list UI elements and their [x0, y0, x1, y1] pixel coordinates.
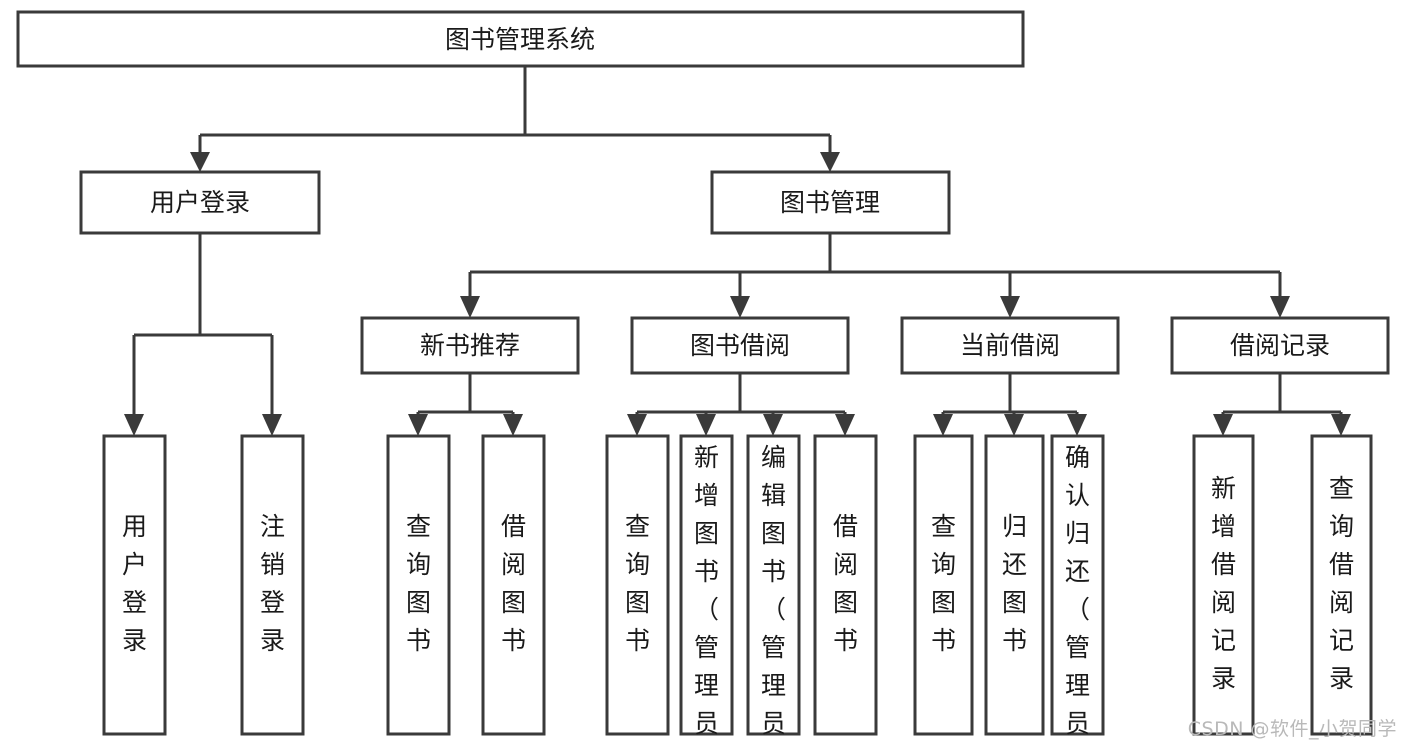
arrowhead-leaf-query-book-1 [408, 414, 428, 436]
leaf-confirm-return[interactable]: 确认归还（管理员） [1050, 434, 1105, 747]
leaf-borrow-book-2[interactable]: 借阅图书 [813, 434, 878, 736]
leaf-query-record-rect[interactable] [1310, 434, 1373, 736]
node-current-borrow[interactable]: 当前借阅 [900, 316, 1120, 375]
leaf-add-record-label: 新增借阅记录 [1211, 474, 1236, 693]
node-user-login-label: 用户登录 [150, 188, 250, 217]
node-root-rect[interactable] [16, 10, 1025, 68]
leaf-logout-label: 注销登录 [260, 512, 285, 655]
leaf-query-record-label: 查询借阅记录 [1329, 474, 1354, 693]
leaf-add-book-rect[interactable] [679, 434, 734, 736]
leaf-confirm-return-rect[interactable] [1050, 434, 1105, 736]
leaf-add-book-label: 新增图书（管理员） [694, 443, 719, 747]
leaf-query-book-2-label: 查询图书 [625, 512, 650, 655]
node-book-borrow-rect[interactable] [630, 316, 850, 375]
leaf-edit-book-rect[interactable] [746, 434, 801, 736]
watermark-text: CSDN @软件_小贺同学 [1187, 718, 1397, 740]
arrowhead-new-book-rec [460, 296, 480, 318]
leaf-node-layer: 用户登录 注销登录 查询图书 借阅图书 查询图书 新增图书（管理员） 编辑图书（管理员） 借阅… [102, 434, 1373, 747]
node-current-borrow-rect[interactable] [900, 316, 1120, 375]
leaf-query-book-2-rect[interactable] [605, 434, 670, 736]
node-user-login[interactable]: 用户登录 [79, 170, 321, 235]
arrowhead-current-borrow [1000, 296, 1020, 318]
leaf-edit-book[interactable]: 编辑图书（管理员） [746, 434, 801, 747]
arrowhead-leaf-query-record [1331, 414, 1351, 436]
arrowhead-leaf-borrow-book-2 [835, 414, 855, 436]
leaf-borrow-book-2-label: 借阅图书 [833, 512, 858, 655]
node-borrow-record[interactable]: 借阅记录 [1170, 316, 1390, 375]
node-root-label: 图书管理系统 [445, 25, 595, 54]
node-current-borrow-label: 当前借阅 [960, 331, 1060, 360]
arrowhead-user-login [190, 152, 210, 172]
arrowhead-leaf-borrow-book-1 [503, 414, 523, 436]
leaf-user-login-label: 用户登录 [122, 512, 147, 655]
node-book-manage-rect[interactable] [710, 170, 951, 235]
node-layer: 图书管理系统 用户登录 图书管理 新书推荐 图书借阅 当前借阅 借阅记录 [16, 10, 1390, 375]
node-root[interactable]: 图书管理系统 [16, 10, 1025, 68]
arrowhead-book-borrow [730, 296, 750, 318]
node-new-book-rec-rect[interactable] [360, 316, 580, 375]
node-borrow-record-rect[interactable] [1170, 316, 1390, 375]
arrowhead-borrow-record [1270, 296, 1290, 318]
leaf-return-book[interactable]: 归还图书 [984, 434, 1045, 736]
leaf-query-book-1[interactable]: 查询图书 [386, 434, 451, 736]
leaf-logout-rect[interactable] [240, 434, 305, 736]
arrowhead-book-manage [820, 152, 840, 172]
node-book-manage-label: 图书管理 [780, 188, 880, 217]
node-book-borrow[interactable]: 图书借阅 [630, 316, 850, 375]
leaf-query-book-1-rect[interactable] [386, 434, 451, 736]
leaf-add-record[interactable]: 新增借阅记录 [1192, 434, 1255, 736]
arrowhead-leaf-return-book [1004, 414, 1024, 436]
leaf-return-book-rect[interactable] [984, 434, 1045, 736]
arrowhead-leaf-user-login [124, 414, 144, 436]
leaf-query-book-2[interactable]: 查询图书 [605, 434, 670, 736]
arrowhead-leaf-query-book-2 [627, 414, 647, 436]
node-new-book-rec[interactable]: 新书推荐 [360, 316, 580, 375]
arrowhead-leaf-add-record [1213, 414, 1233, 436]
leaf-query-book-3-rect[interactable] [913, 434, 974, 736]
leaf-query-record[interactable]: 查询借阅记录 [1310, 434, 1373, 736]
node-book-manage[interactable]: 图书管理 [710, 170, 951, 235]
leaf-query-book-1-label: 查询图书 [406, 512, 431, 655]
arrowhead-leaf-query-book-3 [933, 414, 953, 436]
leaf-confirm-return-label: 确认归还（管理员） [1065, 443, 1090, 747]
leaf-add-book[interactable]: 新增图书（管理员） [679, 434, 734, 747]
arrowhead-leaf-add-book [696, 414, 716, 436]
node-borrow-record-label: 借阅记录 [1230, 331, 1330, 360]
leaf-query-book-3[interactable]: 查询图书 [913, 434, 974, 736]
leaf-edit-book-label: 编辑图书（管理员） [761, 443, 786, 747]
connector-layer [124, 66, 1351, 436]
arrowhead-leaf-confirm-return [1067, 414, 1087, 436]
leaf-return-book-label: 归还图书 [1002, 512, 1027, 655]
leaf-logout[interactable]: 注销登录 [240, 434, 305, 736]
leaf-borrow-book-1[interactable]: 借阅图书 [481, 434, 546, 736]
leaf-add-record-rect[interactable] [1192, 434, 1255, 736]
node-new-book-rec-label: 新书推荐 [420, 331, 520, 360]
leaf-user-login-rect[interactable] [102, 434, 167, 736]
leaf-user-login[interactable]: 用户登录 [102, 434, 167, 736]
leaf-query-book-3-label: 查询图书 [931, 512, 956, 655]
arrowhead-leaf-edit-book [763, 414, 783, 436]
leaf-borrow-book-1-label: 借阅图书 [501, 512, 526, 655]
leaf-borrow-book-1-rect[interactable] [481, 434, 546, 736]
arrowhead-leaf-logout [262, 414, 282, 436]
leaf-borrow-book-2-rect[interactable] [813, 434, 878, 736]
node-user-login-rect[interactable] [79, 170, 321, 235]
node-book-borrow-label: 图书借阅 [690, 331, 790, 360]
